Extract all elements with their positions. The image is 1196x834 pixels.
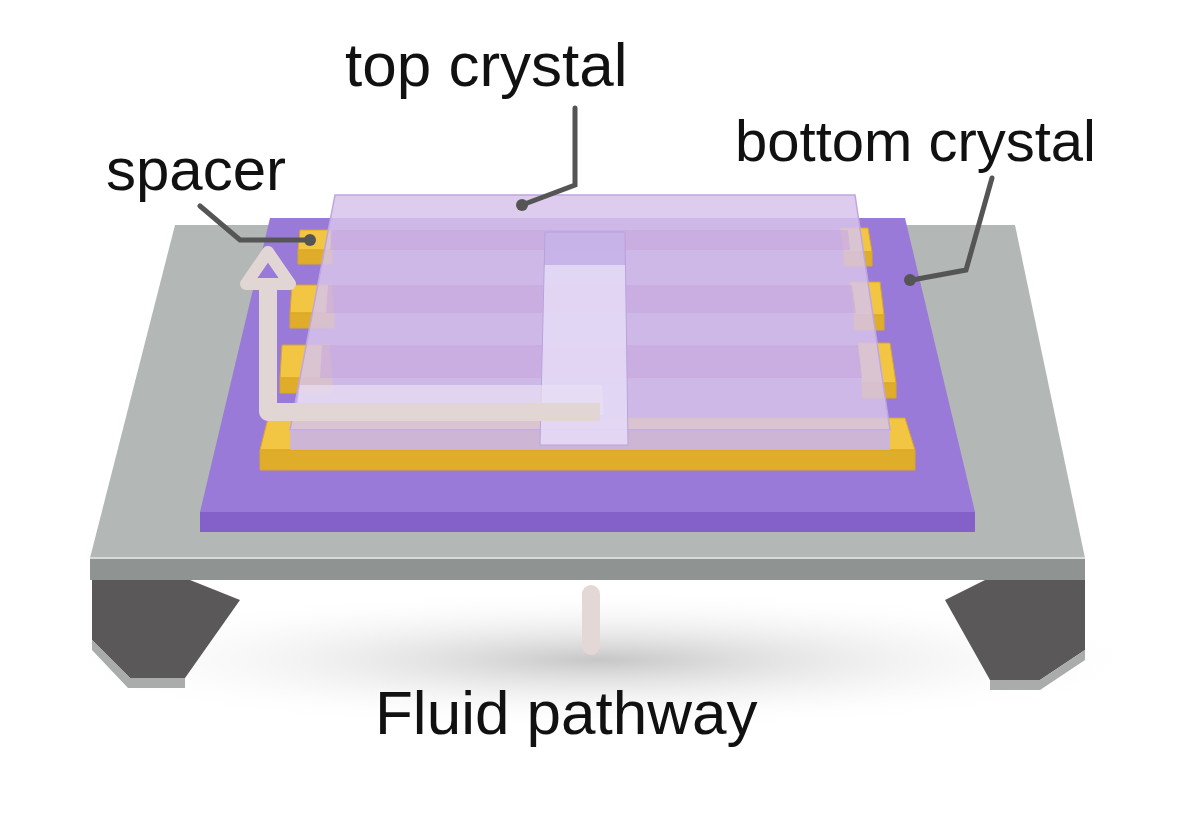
- bottom-crystal-edge: [200, 512, 975, 532]
- stage-front: [90, 558, 1085, 580]
- channel-end: [544, 232, 626, 265]
- label-holder: spacer: [106, 140, 286, 200]
- part-label: top crystal: [345, 34, 628, 96]
- part-label: Fluid pathway: [375, 682, 758, 744]
- label-holder: top crystal: [345, 34, 628, 96]
- fluid-inlet: [582, 585, 600, 655]
- label-holder: Fluid pathway: [375, 682, 758, 744]
- leader-dots: [304, 199, 916, 286]
- stage-edge: [90, 557, 1085, 559]
- stage-leg: [92, 640, 185, 688]
- stage-leg: [990, 650, 1085, 690]
- part-label: bottom crystal: [735, 112, 1096, 170]
- flow-arrowhead: [246, 252, 290, 284]
- label-holder: bottom crystal: [735, 112, 1096, 170]
- flow-arrow: [268, 278, 600, 412]
- part-label: spacer: [106, 140, 286, 200]
